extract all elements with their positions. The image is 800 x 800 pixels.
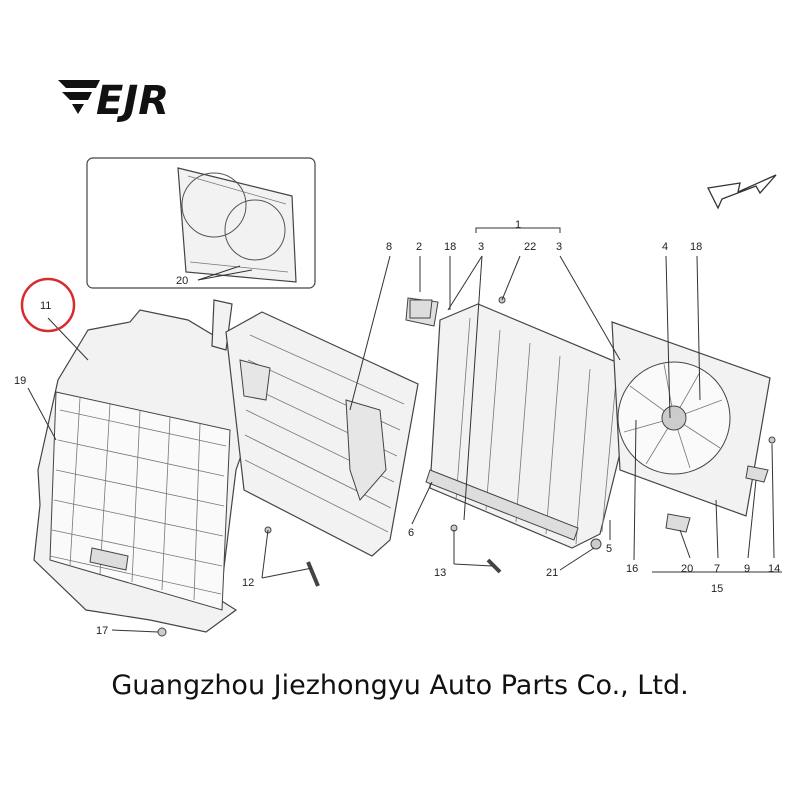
callout-19: 19 xyxy=(14,375,26,387)
callout-2: 2 xyxy=(416,241,422,253)
callout-7: 7 xyxy=(714,563,720,575)
callout-22: 22 xyxy=(524,241,536,253)
callout-1: 1 xyxy=(515,219,521,231)
callout-9: 9 xyxy=(744,563,750,575)
callout-16: 16 xyxy=(626,563,638,575)
right-direction-arrow xyxy=(707,174,777,210)
condenser xyxy=(225,311,419,557)
callout-21: 21 xyxy=(546,567,558,579)
callout-20: 20 xyxy=(681,563,693,575)
logo-text: EJR xyxy=(96,78,169,124)
leader-lines xyxy=(27,227,782,633)
fasteners xyxy=(157,296,776,637)
callout-11: 11 xyxy=(40,300,51,312)
callout-8: 8 xyxy=(386,241,392,253)
callout-6: 6 xyxy=(408,527,414,539)
callout-4: 4 xyxy=(662,241,668,253)
callout-15: 15 xyxy=(711,583,723,595)
callout-labels: 1 2 3 3 4 5 6 7 8 9 11 12 13 14 15 16 17… xyxy=(14,219,780,637)
callout-17: 17 xyxy=(96,625,108,637)
inset-callout-20: 20 xyxy=(176,275,188,287)
callout-18: 18 xyxy=(690,241,702,253)
callout-12: 12 xyxy=(242,577,254,589)
callout-5: 5 xyxy=(606,543,612,555)
callout-3: 3 xyxy=(478,241,484,253)
brand-logo: EJR xyxy=(58,78,169,124)
fan-assembly xyxy=(611,321,771,533)
highlight-circle xyxy=(20,277,76,333)
radiator xyxy=(405,297,641,549)
callout-3: 3 xyxy=(556,241,562,253)
callout-14: 14 xyxy=(768,563,780,575)
callout-18: 18 xyxy=(444,241,456,253)
callout-13: 13 xyxy=(434,567,446,579)
inset-detail-box: 20 xyxy=(86,157,316,289)
grille-assembly xyxy=(33,299,251,633)
company-name: Guangzhou Jiezhongyu Auto Parts Co., Ltd… xyxy=(111,670,689,701)
